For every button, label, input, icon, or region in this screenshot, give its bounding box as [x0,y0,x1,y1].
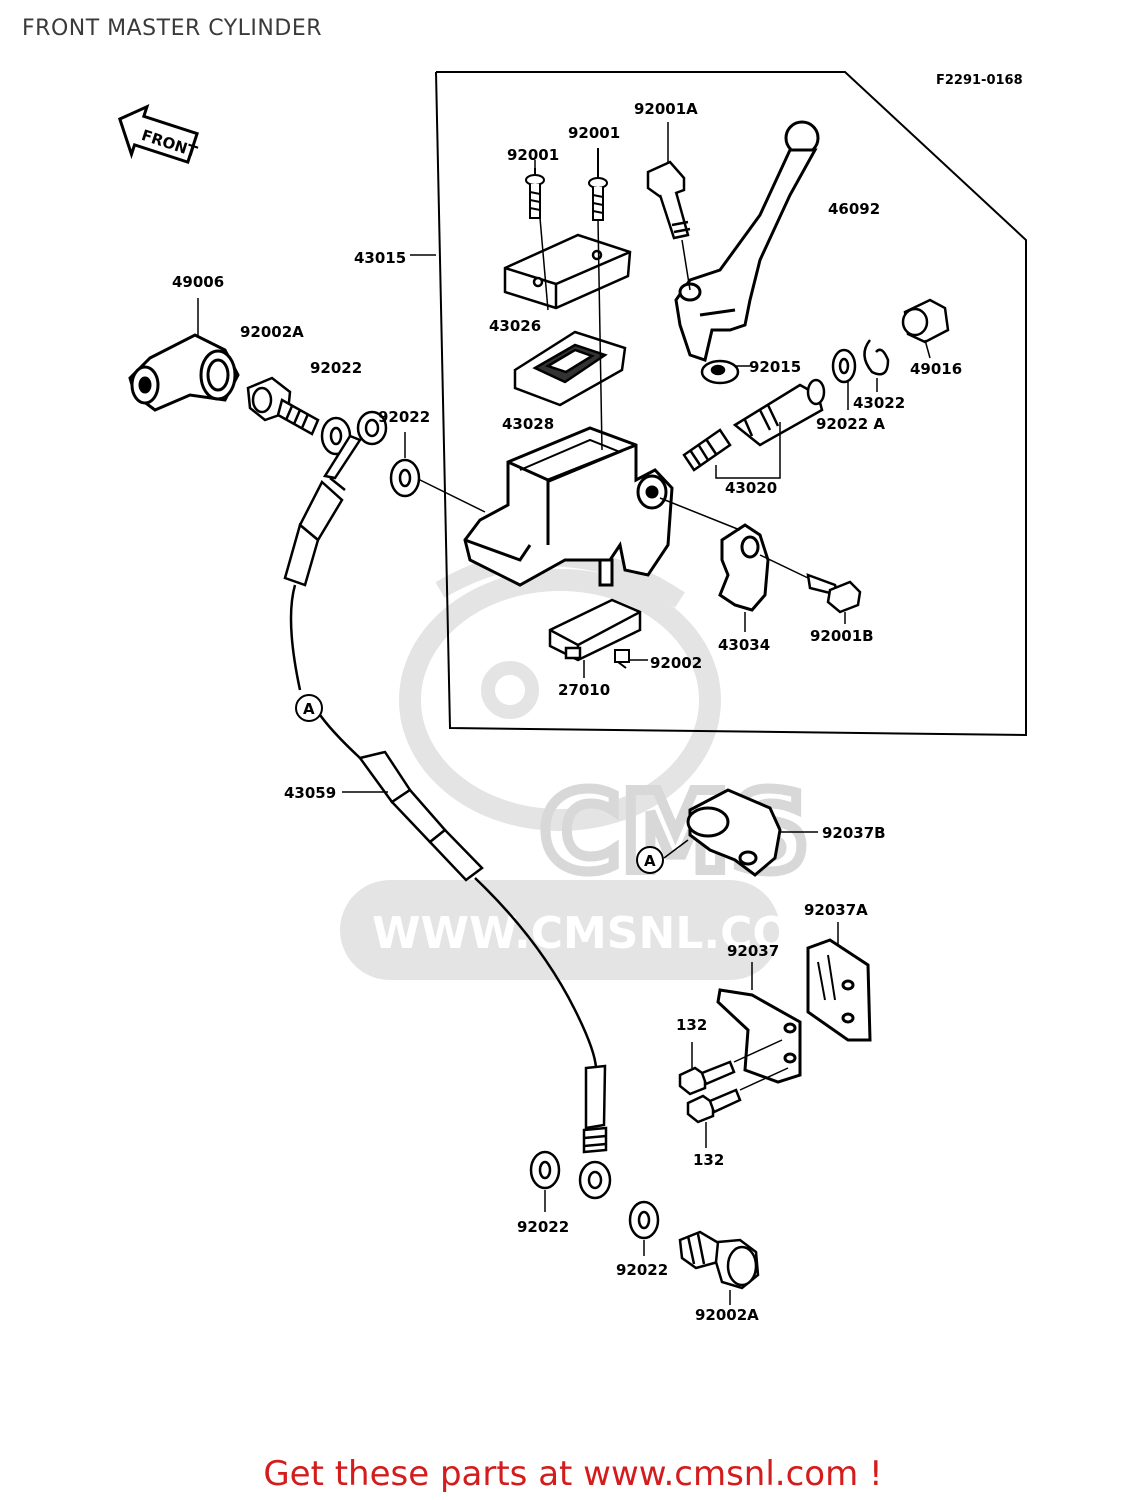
screw-icon [614,649,648,669]
front-arrow-icon: FRONT [117,104,200,165]
part-label: 43026 [489,317,542,335]
part-label: 92002 [650,654,703,672]
part-label: 92002A [240,323,304,341]
part-label: 92015 [749,358,802,376]
nut-icon [700,359,750,385]
part-label: 43022 [853,394,906,412]
part-label: 92001B [810,627,874,645]
bracket-icon [806,922,872,1042]
part-label: 43034 [718,636,771,654]
reservoir-cap [503,233,632,310]
brake-switch [548,598,642,678]
part-label: 43028 [502,415,555,433]
banjo-bolt-icon [246,376,320,436]
part-label: 92001 [507,146,560,164]
part-label: 92022 [616,1261,669,1279]
washer-icon [529,1150,561,1212]
washer-icon [831,348,857,410]
part-label: 92037 [727,942,780,960]
dust-boot-icon [901,298,950,359]
washer-icon [389,432,421,498]
callout-a: A [636,839,689,874]
part-label: 132 [693,1151,725,1169]
diaphragm [513,330,627,407]
screw-icon [525,168,545,219]
callout-a: A [295,694,323,722]
page-title: FRONT MASTER CYLINDER [22,16,323,41]
part-label: 27010 [558,681,611,699]
svg-text:A: A [644,852,656,870]
watermark-url: WWW.CMSNL.COM [372,908,834,959]
circlip-icon [863,339,890,392]
assembly-box [435,71,1027,737]
part-label: 92037B [822,824,886,842]
pivot-bolt-icon [646,122,691,291]
svg-text:A: A [303,700,315,718]
figure-code: F2291-0168 [936,73,1023,88]
master-cylinder-body [463,426,674,587]
banjo-bolt-icon [678,1230,760,1305]
part-label: 43020 [725,479,778,497]
part-label: 92022 [517,1218,570,1236]
parts-diagram: CMS WWW.CMSNL.COM FRONT [117,71,1027,1305]
part-label: 132 [676,1016,708,1034]
bolt-icon [678,1039,783,1096]
part-label: 92002A [695,1306,759,1324]
piston-assembly [682,378,826,472]
brake-hose [283,410,612,1200]
brake-lever [674,120,820,362]
part-label: 92022 [378,408,431,426]
part-label: 92022 A [816,415,886,433]
part-label: 49006 [172,273,225,291]
part-label: 92001 [568,124,621,142]
washer-icon [628,1200,660,1256]
bracket-icon [716,962,802,1084]
part-label: 43059 [284,784,337,802]
banjo-cover-icon [128,298,240,412]
part-label: 92022 [310,359,363,377]
part-label: 92001A [634,100,698,118]
part-label: 46092 [828,200,881,218]
part-label: 92037A [804,901,868,919]
screw-icon [588,148,608,221]
parts-store-link[interactable]: Get these parts at www.cmsnl.com ! [263,1454,883,1494]
part-label: 43015 [354,249,407,267]
clamp-icon [718,523,770,632]
bolt-icon [686,1067,789,1148]
hose-clamp-icon [686,788,818,877]
part-label: 49016 [910,360,963,378]
bolt-icon [806,573,862,624]
